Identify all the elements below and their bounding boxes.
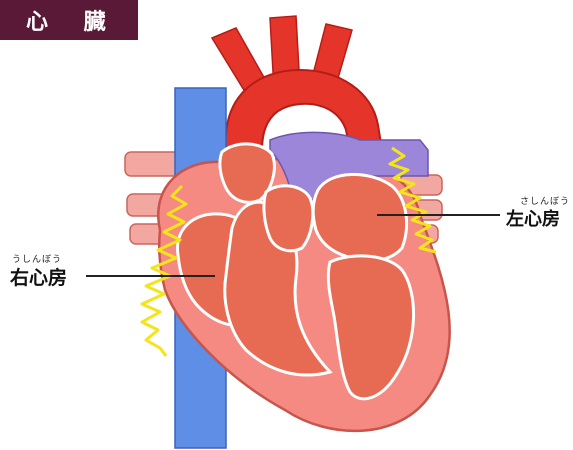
right-atrium-label: 右心房: [10, 263, 67, 290]
aorta: [212, 16, 382, 150]
left-atrium-chamber: [313, 174, 406, 260]
left-atrium-label: 左心房: [506, 205, 560, 231]
upper-chamber-mid: [264, 186, 313, 251]
